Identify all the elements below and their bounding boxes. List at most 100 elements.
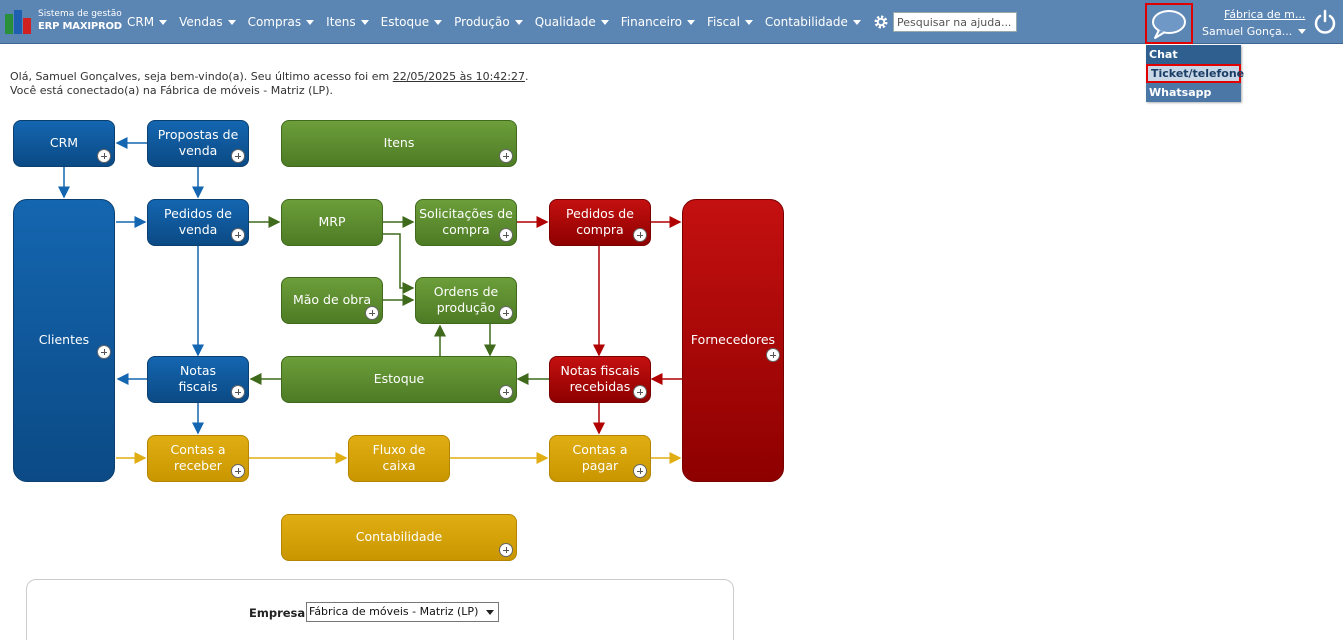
flow-mrp[interactable]: MRP bbox=[281, 199, 383, 246]
welcome-line-2: Você está conectado(a) na Fábrica de móv… bbox=[10, 84, 333, 97]
menu-label: Estoque bbox=[380, 15, 430, 29]
flow-label: Mão de obra bbox=[292, 291, 372, 307]
help-option-ticket[interactable]: Ticket/telefone bbox=[1146, 64, 1244, 83]
add-icon[interactable] bbox=[231, 385, 245, 399]
add-icon[interactable] bbox=[231, 464, 245, 478]
welcome-text: Olá, Samuel Gonçalves, seja bem-vindo(a)… bbox=[10, 70, 390, 83]
menu-label: Fiscal bbox=[707, 15, 740, 29]
chevron-down-icon bbox=[227, 19, 236, 25]
menu-compras[interactable]: Compras bbox=[248, 15, 315, 29]
flow-label: Contas a pagar bbox=[572, 441, 628, 473]
menu-label: CRM bbox=[127, 15, 155, 29]
flow-solicitacoes-compra[interactable]: Solicitações de compra bbox=[415, 199, 517, 246]
flow-label: Propostas de venda bbox=[157, 126, 239, 158]
main-menu: CRM Vendas Compras Itens Estoque Produçã… bbox=[127, 0, 965, 44]
menu-label: Produção bbox=[454, 15, 510, 29]
add-icon[interactable] bbox=[499, 306, 513, 320]
logout-button[interactable] bbox=[1313, 9, 1337, 35]
flow-fornecedores[interactable]: Fornecedores bbox=[682, 199, 784, 482]
add-icon[interactable] bbox=[499, 228, 513, 242]
flow-label: Clientes bbox=[38, 331, 90, 347]
flow-label: CRM bbox=[49, 134, 79, 150]
flow-arrows bbox=[58, 137, 682, 464]
flow-label: Notas fiscais recebidas bbox=[560, 362, 640, 394]
add-icon[interactable] bbox=[499, 543, 513, 557]
add-icon[interactable] bbox=[365, 306, 379, 320]
empresa-select[interactable]: Fábrica de móveis - Matriz (LP) bbox=[306, 602, 499, 622]
flow-propostas-venda[interactable]: Propostas de venda bbox=[147, 120, 249, 167]
logo-subtitle: Sistema de gestão bbox=[38, 9, 122, 19]
add-icon[interactable] bbox=[231, 149, 245, 163]
flow-label: Fornecedores bbox=[690, 331, 776, 347]
chevron-down-icon bbox=[600, 19, 609, 25]
menu-qualidade[interactable]: Qualidade bbox=[535, 15, 609, 29]
flow-fluxo-caixa[interactable]: Fluxo de caixa bbox=[348, 435, 450, 482]
menu-label: Contabilidade bbox=[764, 15, 848, 29]
menu-contabilidade[interactable]: Contabilidade bbox=[765, 15, 861, 29]
empresa-selected-value: Fábrica de móveis - Matriz (LP) bbox=[309, 605, 479, 618]
menu-label: Vendas bbox=[179, 15, 223, 29]
top-bar: Sistema de gestão ERP MAXIPROD CRM Venda… bbox=[0, 0, 1343, 44]
flow-label: Notas fiscais bbox=[178, 362, 218, 394]
logo-icon bbox=[5, 10, 33, 34]
flow-label: Contas a receber bbox=[170, 441, 226, 473]
power-icon bbox=[1314, 9, 1336, 34]
user-menu[interactable]: Samuel Gonça... bbox=[1202, 25, 1307, 38]
flow-label: Pedidos de compra bbox=[566, 205, 634, 237]
menu-vendas[interactable]: Vendas bbox=[179, 15, 236, 29]
menu-crm[interactable]: CRM bbox=[127, 15, 168, 29]
flow-label: Contabilidade bbox=[355, 528, 443, 544]
chevron-down-icon bbox=[434, 19, 443, 25]
gear-icon bbox=[874, 15, 888, 29]
flow-pedidos-compra[interactable]: Pedidos de compra bbox=[549, 199, 651, 246]
flow-crm[interactable]: CRM bbox=[13, 120, 115, 167]
flow-label: Ordens de produção bbox=[433, 283, 499, 315]
last-access-link[interactable]: 22/05/2025 às 10:42:27 bbox=[392, 70, 525, 83]
flow-mao-de-obra[interactable]: Mão de obra bbox=[281, 277, 383, 324]
add-icon[interactable] bbox=[766, 348, 780, 362]
chevron-down-icon bbox=[687, 19, 696, 25]
flow-ordens-producao[interactable]: Ordens de produção bbox=[415, 277, 517, 324]
help-search-input[interactable] bbox=[893, 12, 1017, 32]
flow-contas-receber[interactable]: Contas a receber bbox=[147, 435, 249, 482]
help-option-chat[interactable]: Chat bbox=[1149, 48, 1178, 61]
chevron-down-icon bbox=[306, 19, 315, 25]
add-icon[interactable] bbox=[633, 228, 647, 242]
flow-label: MRP bbox=[318, 213, 346, 229]
add-icon[interactable] bbox=[633, 385, 647, 399]
flow-itens[interactable]: Itens bbox=[281, 120, 517, 167]
flow-contabilidade[interactable]: Contabilidade bbox=[281, 514, 517, 561]
add-icon[interactable] bbox=[499, 149, 513, 163]
menu-financeiro[interactable]: Financeiro bbox=[620, 15, 696, 29]
add-icon[interactable] bbox=[97, 345, 111, 359]
flow-notas-fiscais-recebidas[interactable]: Notas fiscais recebidas bbox=[549, 356, 651, 403]
menu-itens[interactable]: Itens bbox=[326, 15, 369, 29]
empresa-label: Empresa bbox=[249, 606, 306, 620]
flow-pedidos-venda[interactable]: Pedidos de venda bbox=[147, 199, 249, 246]
chevron-down-icon bbox=[514, 19, 523, 25]
menu-producao[interactable]: Produção bbox=[454, 15, 523, 29]
menu-estoque[interactable]: Estoque bbox=[381, 15, 443, 29]
chevron-down-icon bbox=[852, 19, 861, 25]
flow-estoque[interactable]: Estoque bbox=[281, 356, 517, 403]
help-chat-button[interactable] bbox=[1145, 3, 1193, 44]
add-icon[interactable] bbox=[633, 464, 647, 478]
welcome-message: Olá, Samuel Gonçalves, seja bem-vindo(a)… bbox=[10, 70, 528, 98]
flow-clientes[interactable]: Clientes bbox=[13, 199, 115, 482]
flow-label: Itens bbox=[383, 134, 415, 150]
add-icon[interactable] bbox=[499, 385, 513, 399]
logo[interactable]: Sistema de gestão ERP MAXIPROD bbox=[5, 8, 122, 36]
menu-label: Compras bbox=[247, 15, 302, 29]
help-option-whatsapp[interactable]: Whatsapp bbox=[1146, 83, 1241, 102]
flow-label: Pedidos de venda bbox=[164, 205, 232, 237]
menu-fiscal[interactable]: Fiscal bbox=[707, 15, 753, 29]
logo-title: ERP MAXIPROD bbox=[38, 21, 122, 32]
chevron-down-icon bbox=[159, 19, 168, 25]
chevron-down-icon bbox=[1298, 29, 1307, 34]
add-icon[interactable] bbox=[231, 228, 245, 242]
flow-contas-pagar[interactable]: Contas a pagar bbox=[549, 435, 651, 482]
company-link[interactable]: Fábrica de m... bbox=[1224, 8, 1306, 21]
add-icon[interactable] bbox=[97, 149, 111, 163]
flow-notas-fiscais[interactable]: Notas fiscais bbox=[147, 356, 249, 403]
menu-label: Financeiro bbox=[620, 15, 683, 29]
